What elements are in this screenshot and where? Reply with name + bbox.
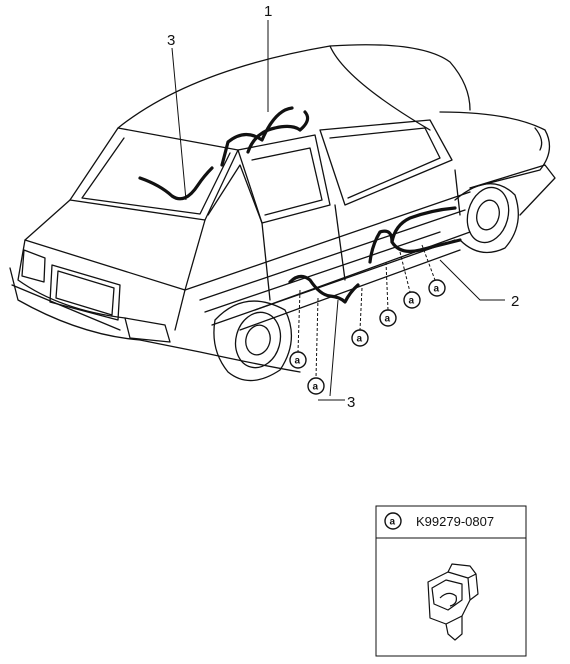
leader-lines — [171, 20, 505, 397]
svg-text:a: a — [409, 296, 415, 307]
callout-wiring-door-front: 2 — [511, 293, 519, 310]
svg-text:a: a — [357, 334, 363, 345]
svg-text:a: a — [313, 382, 319, 393]
clip-marker: a — [351, 329, 369, 347]
clip-marker: a — [403, 291, 421, 309]
front-door-harness — [368, 206, 462, 264]
clip-marker: a — [307, 377, 325, 395]
clip-leader-lines — [297, 244, 436, 379]
roof-harness — [220, 106, 310, 167]
clip-marker: a — [428, 279, 446, 297]
parts-box-marker-letter: a — [390, 517, 396, 528]
rear-window-harness — [138, 166, 214, 201]
svg-text:a: a — [295, 356, 301, 367]
rear-door-harness — [288, 274, 360, 304]
parts-reference-box: a K99279-0807 — [375, 505, 527, 657]
svg-text:a: a — [385, 314, 391, 325]
car-body-outline — [9, 44, 556, 382]
svg-text:a: a — [434, 284, 440, 295]
clip-marker: a — [379, 309, 397, 327]
callout-wiring-top: 1 — [264, 3, 272, 20]
parts-box-marker — [384, 512, 402, 530]
part-number: K99279-0807 — [416, 514, 494, 529]
clip-marker: a — [289, 351, 307, 369]
wire-clip-icon — [427, 563, 479, 641]
callout-wiring-door-rear: 3 — [347, 394, 355, 411]
clip-markers: a a a a a a — [289, 279, 446, 395]
callout-wiring-left-upper: 3 — [167, 32, 175, 49]
wiring-harnesses — [138, 106, 462, 304]
